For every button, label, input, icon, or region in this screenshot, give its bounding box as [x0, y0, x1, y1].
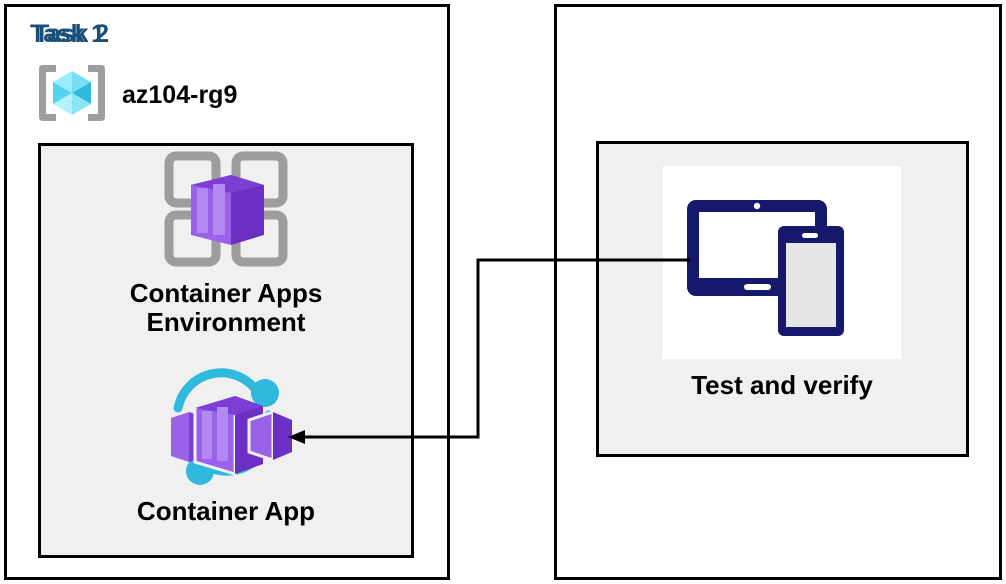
test-and-verify-devices-icon: [682, 180, 882, 345]
container-apps-environment-icon: [161, 148, 291, 275]
test-and-verify-node: Test and verify: [646, 166, 918, 400]
container-apps-environment-caption: Container Apps Environment: [129, 278, 323, 338]
resource-group-header: az104-rg9: [36, 62, 237, 129]
container-app-node: Container App: [66, 368, 386, 526]
container-apps-environment-node: Container Apps Environment: [66, 148, 386, 337]
resource-group-icon: [36, 62, 108, 129]
container-app-icon: [151, 368, 301, 493]
container-app-caption: Container App: [136, 496, 316, 526]
task-1-title: Task 1: [30, 20, 105, 48]
test-and-verify-caption: Test and verify: [691, 370, 873, 400]
test-and-verify-icon-background: [663, 166, 901, 359]
task-2-title: Task 2: [34, 20, 109, 48]
resource-group-label: az104-rg9: [122, 81, 238, 109]
